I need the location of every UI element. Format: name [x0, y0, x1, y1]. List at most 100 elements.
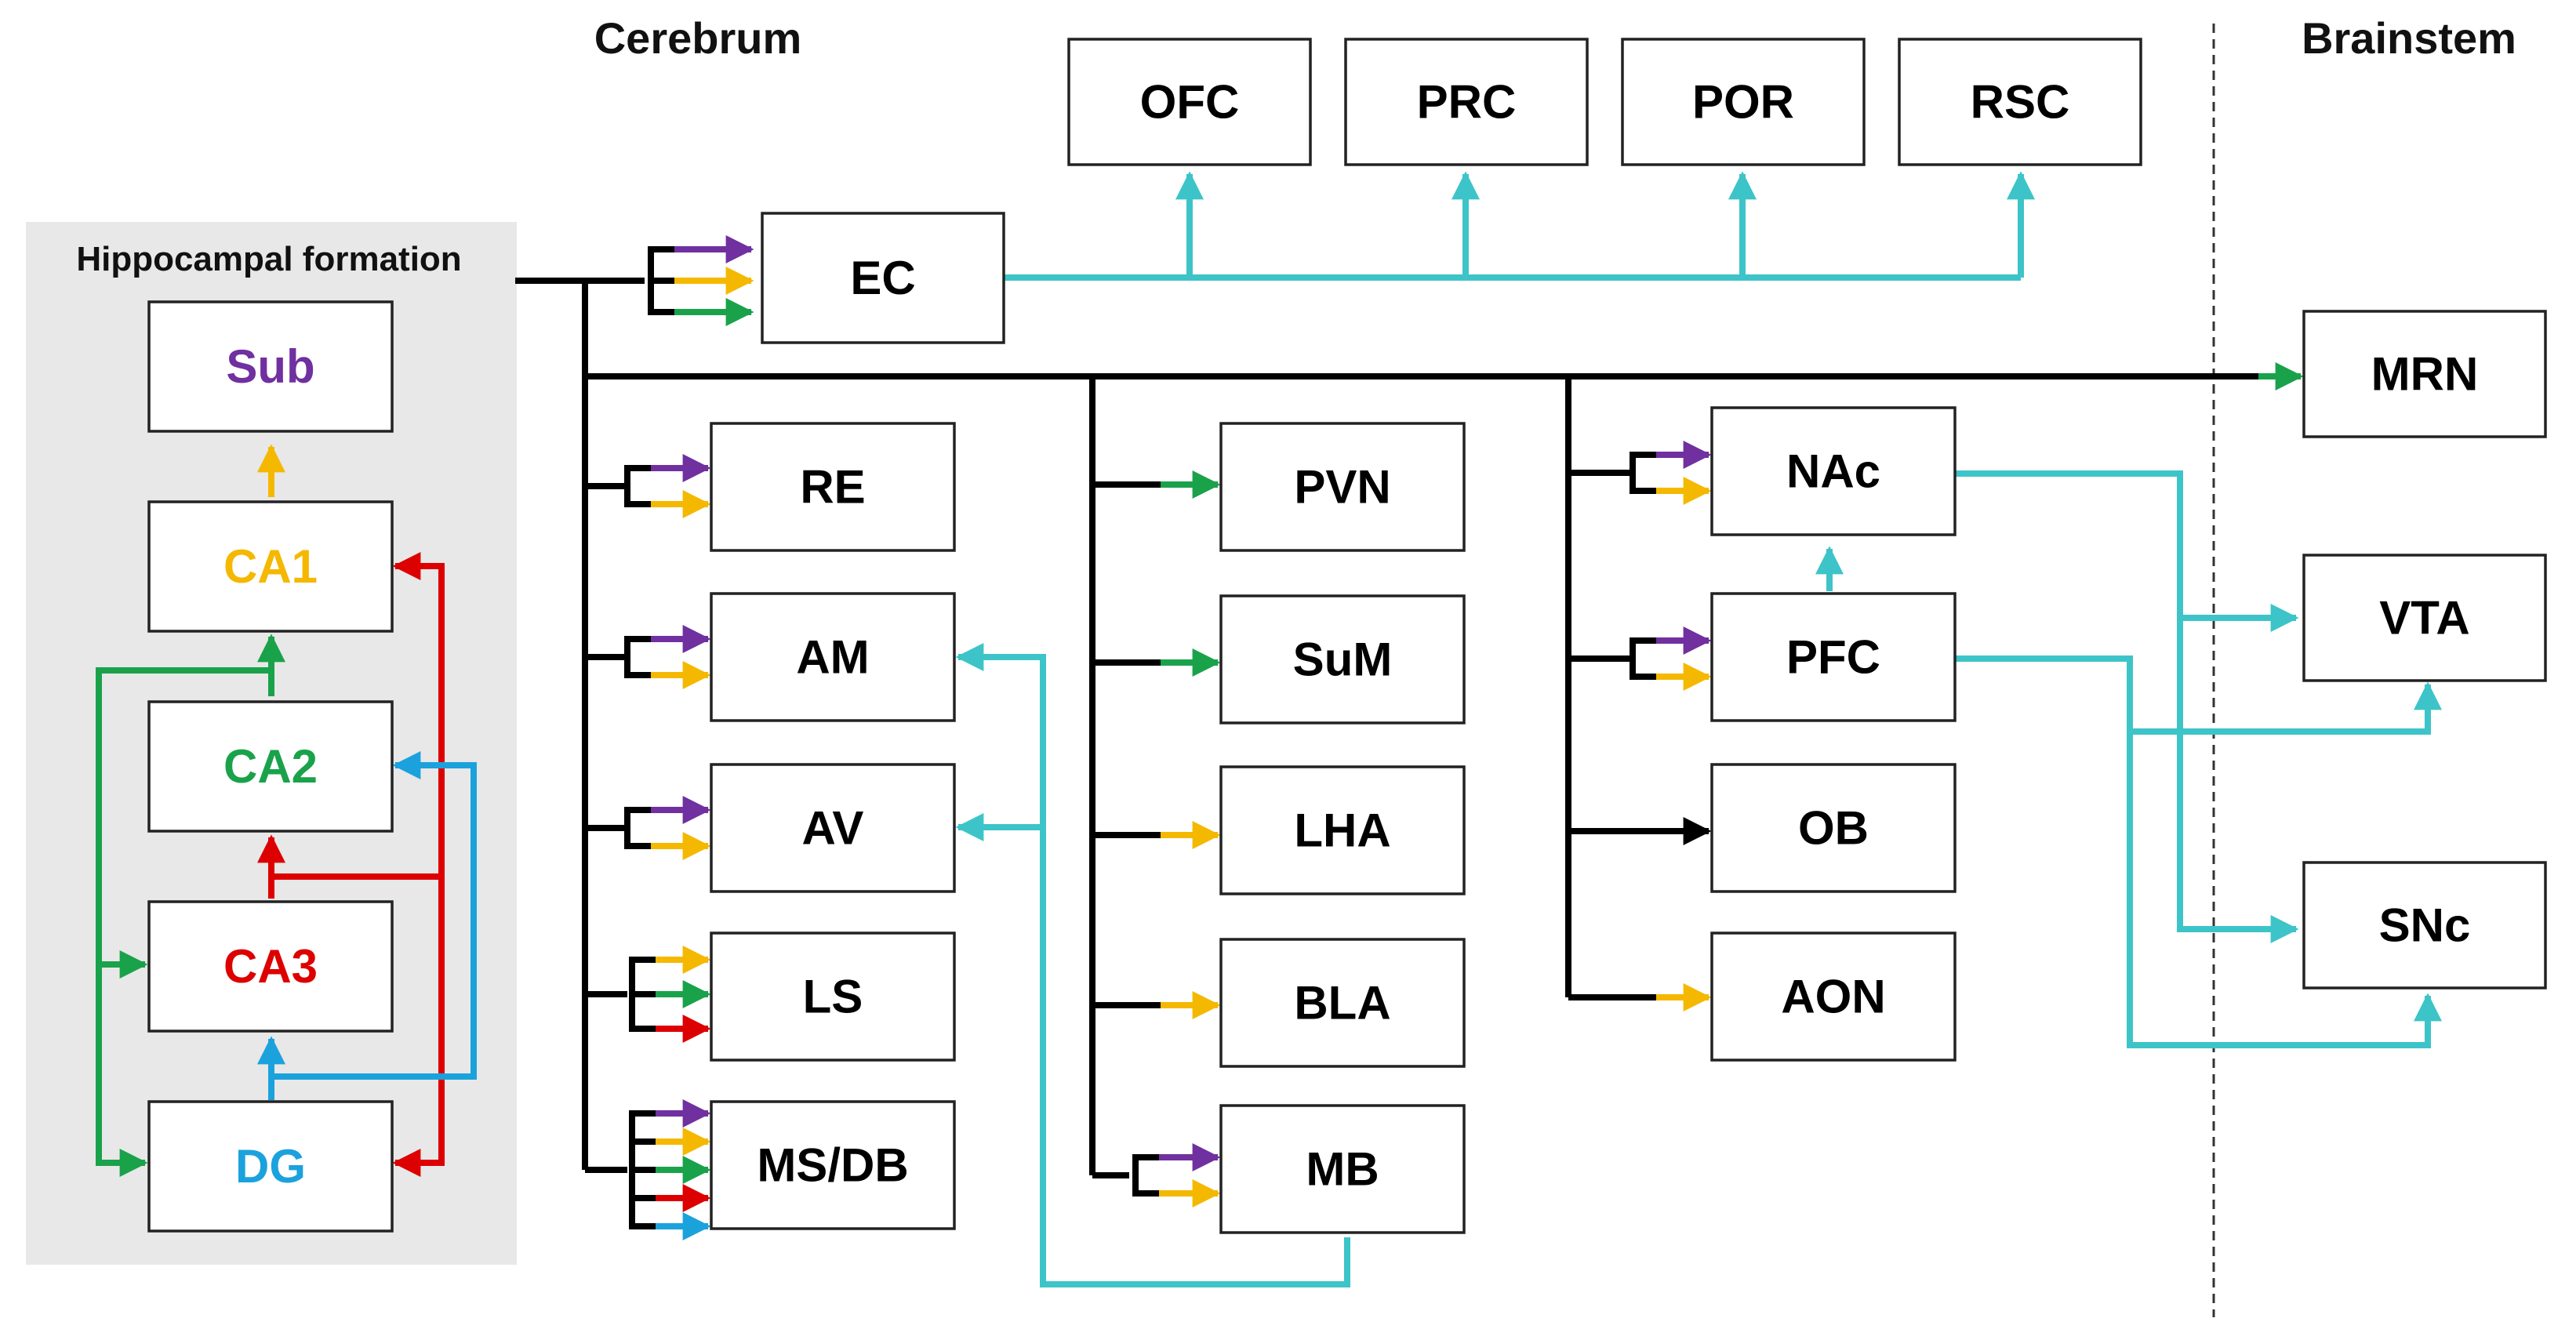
node-label: OFC: [1140, 76, 1240, 129]
node-label: CA2: [223, 740, 318, 793]
node-box: [147, 900, 394, 1033]
mb-to-am-arrow: [955, 643, 1350, 1287]
node-box: [147, 300, 394, 433]
node-vta: VTA: [2302, 554, 2547, 682]
cerebrum-header: Cerebrum: [594, 13, 802, 63]
output-trunk: [515, 278, 2258, 1178]
ca3-to-ca1-arrow: [271, 552, 445, 880]
node-re: RE: [710, 422, 956, 552]
node-label: Sub: [226, 340, 314, 393]
node-box: [1219, 594, 1466, 724]
pfc-to-snc-arrow: [1955, 655, 2442, 1048]
node-label: DG: [235, 1140, 306, 1193]
node-label: PRC: [1417, 76, 1517, 129]
node-pfc: PFC: [1710, 592, 1957, 722]
hippocampal-to-re-fan: [619, 454, 711, 518]
node-prc: PRC: [1344, 38, 1589, 166]
hippocampal-to-av-fan: [619, 796, 711, 860]
node-label: SuM: [1293, 634, 1393, 686]
node-box: [710, 1100, 956, 1230]
node-box: [1219, 1104, 1466, 1234]
ca3-to-dg-arrow: [392, 877, 445, 1177]
hippocampal-formation-title: Hippocampal formation: [76, 240, 461, 278]
node-pvn: PVN: [1219, 422, 1466, 552]
node-label: LHA: [1294, 804, 1390, 857]
pfc-to-vta-arrow: [2130, 681, 2442, 735]
node-ca2: CA2: [147, 700, 394, 833]
node-av: AV: [710, 763, 956, 893]
node-ob: OB: [1710, 763, 1957, 893]
node-label: RSC: [1971, 76, 2070, 129]
node-box: [710, 763, 956, 893]
node-am: AM: [710, 592, 956, 722]
node-ca3: CA3: [147, 900, 394, 1033]
node-box: [147, 700, 394, 833]
node-snc: SNc: [2302, 861, 2547, 990]
node-label: RE: [800, 461, 865, 514]
node-box: [147, 500, 394, 633]
hippocampal-to-msdb-fan: [624, 1099, 711, 1240]
node-label: CA3: [223, 940, 318, 993]
node-box: [761, 212, 1005, 344]
node-box: [1621, 38, 1866, 166]
node-label: MRN: [2371, 348, 2479, 401]
nac-to-snc-arrow: [1955, 470, 2299, 943]
node-label: AM: [796, 631, 869, 684]
hippocampal-to-am-fan: [619, 625, 711, 689]
node-label: MS/DB: [757, 1139, 908, 1192]
node-ca1: CA1: [147, 500, 394, 633]
node-sum: SuM: [1219, 594, 1466, 724]
node-box: [147, 1100, 394, 1233]
node-por: POR: [1621, 38, 1866, 166]
node-box: [1219, 422, 1466, 552]
hippocampal-to-pfc-fan: [1625, 626, 1712, 691]
node-ls: LS: [710, 931, 956, 1062]
node-label: CA1: [223, 540, 318, 593]
node-box: [2302, 554, 2547, 682]
node-label: AV: [802, 802, 864, 855]
dg-to-ca2-arrow: [271, 751, 477, 1080]
node-box: [710, 592, 956, 722]
node-label: VTA: [2379, 592, 2470, 645]
node-label: AON: [1781, 971, 1885, 1023]
node-aon: AON: [1710, 931, 1957, 1062]
node-dg: DG: [147, 1100, 394, 1233]
hippocampal-to-mb-fan: [1128, 1143, 1221, 1207]
projection-fans: [619, 235, 2304, 1240]
node-box: [1898, 38, 2142, 166]
node-box: [1219, 765, 1466, 895]
node-mrn: MRN: [2302, 310, 2547, 438]
node-ofc: OFC: [1067, 38, 1312, 166]
ca2-to-dg-arrow: [96, 667, 271, 1177]
node-box: [710, 422, 956, 552]
hippocampal-to-ec-fan: [643, 235, 754, 326]
node-label: PVN: [1294, 461, 1390, 514]
node-box: [1067, 38, 1312, 166]
node-bla: BLA: [1219, 938, 1466, 1068]
node-lha: LHA: [1219, 765, 1466, 895]
node-sub: Sub: [147, 300, 394, 433]
node-box: [1710, 406, 1957, 536]
node-nac: NAc: [1710, 406, 1957, 536]
brainstem-header: Brainstem: [2302, 13, 2516, 63]
intrahippocampal-connections: [96, 444, 477, 1177]
node-label: MB: [1306, 1143, 1379, 1196]
node-label: EC: [850, 252, 915, 304]
node-box: [1344, 38, 1589, 166]
node-box: [1710, 763, 1957, 893]
node-label: OB: [1798, 802, 1869, 855]
node-box: [710, 931, 956, 1062]
node-ec: EC: [761, 212, 1005, 344]
node-box: [1710, 592, 1957, 722]
node-label: PFC: [1786, 631, 1880, 684]
node-label: NAc: [1786, 445, 1880, 498]
node-box: [2302, 861, 2547, 990]
node-box: [2302, 310, 2547, 438]
node-rsc: RSC: [1898, 38, 2142, 166]
node-box: [1219, 938, 1466, 1068]
hippocampal-to-ls-fan: [624, 946, 711, 1043]
node-label: POR: [1692, 76, 1794, 129]
hippocampal-to-nac-fan: [1625, 441, 1712, 505]
